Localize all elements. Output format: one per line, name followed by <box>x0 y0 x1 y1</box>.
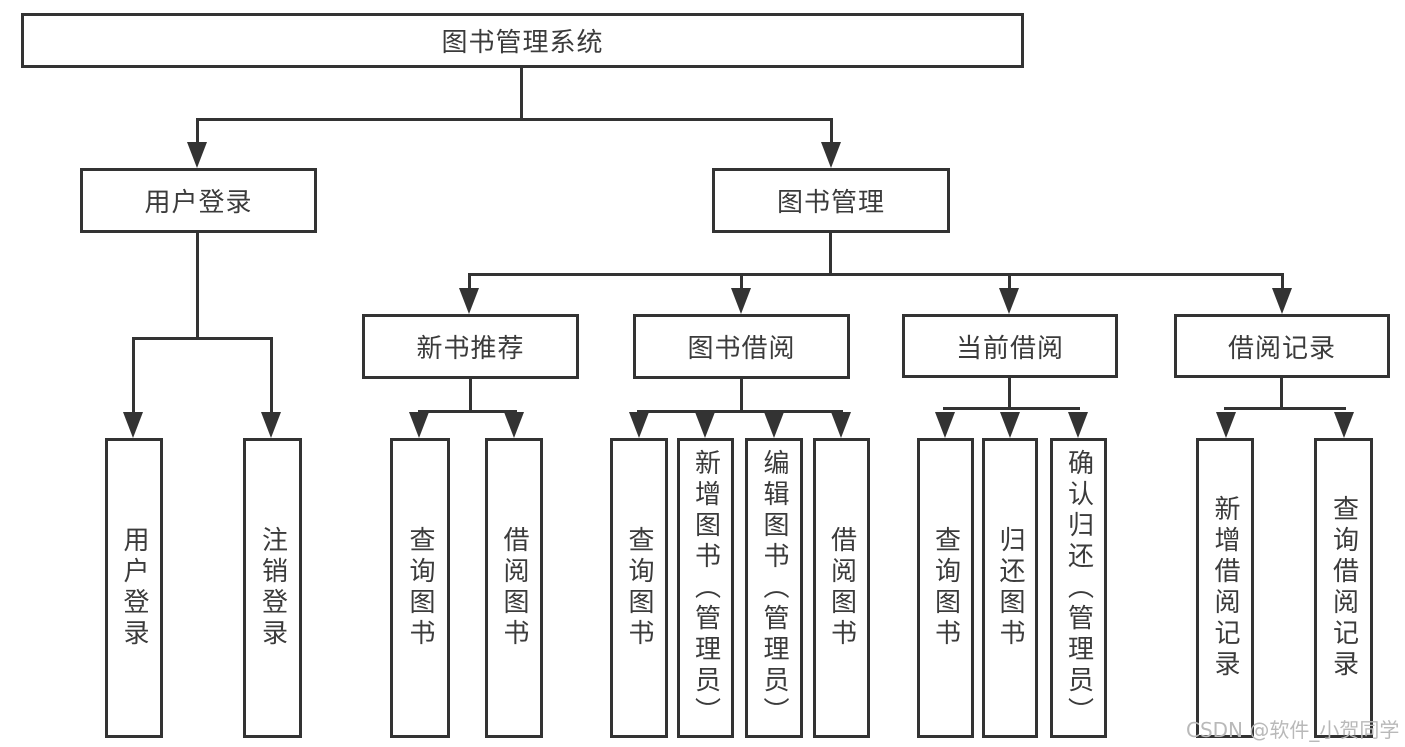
connector-new-book-hline <box>418 410 517 413</box>
arrow-to-book-management-icon <box>821 142 841 168</box>
arrow-to-borrowing-records-icon <box>1272 288 1292 314</box>
arrow-to-leaf-cb-query-icon <box>935 412 955 438</box>
connector-new-book-down <box>469 379 472 410</box>
node-current-borrowing: 当前借阅 <box>902 314 1118 378</box>
leaf-cb-query-books: 查询图书 <box>917 438 974 738</box>
arrow-to-leaf-bb-borrow-icon <box>831 412 851 438</box>
arrow-to-current-borrowing-icon <box>999 288 1019 314</box>
connector-level1-hline <box>196 118 833 121</box>
leaf-bb-borrow-books: 借阅图书 <box>813 438 870 738</box>
node-book-management: 图书管理 <box>712 168 950 233</box>
leaf-bb-query-books: 查询图书 <box>610 438 668 738</box>
connector-current-borrowing-hline <box>943 407 1080 410</box>
arrow-to-leaf-nb-query-icon <box>409 412 429 438</box>
connector-current-borrowing-down <box>1008 378 1011 407</box>
leaf-br-add-record: 新增借阅记录 <box>1196 438 1254 738</box>
arrow-to-leaf-logout-icon <box>261 412 281 438</box>
connector-user-login-hline <box>132 337 273 340</box>
leaf-bb-edit-books: 编辑图书（管理员） <box>745 438 803 738</box>
connector-level2-hline <box>468 273 1284 276</box>
connector-borrowing-records-hline <box>1224 407 1346 410</box>
node-borrowing-records: 借阅记录 <box>1174 314 1390 378</box>
connector-leaf-logout-stem <box>270 337 273 414</box>
node-new-book-recommend: 新书推荐 <box>362 314 579 379</box>
leaf-logout: 注销登录 <box>243 438 302 738</box>
connector-borrowing-records-down <box>1280 378 1283 407</box>
leaf-cb-confirm-return: 确认归还（管理员） <box>1050 438 1107 738</box>
arrow-to-leaf-cb-return-icon <box>1000 412 1020 438</box>
arrow-to-leaf-bb-add-icon <box>695 412 715 438</box>
connector-leaf-user-login-stem <box>132 337 135 414</box>
arrow-to-leaf-br-add-icon <box>1216 412 1236 438</box>
csdn-watermark: CSDN @软件_小贺同学 <box>1186 718 1400 742</box>
arrow-to-book-borrowing-icon <box>731 288 751 314</box>
connector-new-book-stem <box>468 273 471 291</box>
connector-user-login-stem <box>196 118 199 146</box>
connector-book-management-stem <box>830 118 833 146</box>
leaf-cb-return-books: 归还图书 <box>982 438 1038 738</box>
connector-book-borrowing-down <box>740 379 743 410</box>
node-book-borrowing: 图书借阅 <box>633 314 850 379</box>
leaf-bb-add-books: 新增图书（管理员） <box>677 438 734 738</box>
connector-book-borrowing-hline <box>637 410 843 413</box>
arrow-to-user-login-icon <box>187 142 207 168</box>
leaf-nb-borrow-books: 借阅图书 <box>485 438 543 738</box>
arrow-to-new-book-recommend-icon <box>459 288 479 314</box>
arrow-to-leaf-nb-borrow-icon <box>504 412 524 438</box>
connector-book-borrowing-stem <box>740 273 743 291</box>
connector-book-management-down <box>829 233 832 273</box>
leaf-user-login: 用户登录 <box>105 438 163 738</box>
leaf-br-query-record: 查询借阅记录 <box>1314 438 1373 738</box>
connector-user-login-down <box>196 233 199 337</box>
connector-borrowing-records-stem <box>1281 273 1284 291</box>
connector-root-stem <box>520 68 523 118</box>
arrow-to-leaf-bb-edit-icon <box>764 412 784 438</box>
arrow-to-leaf-user-login-icon <box>123 412 143 438</box>
arrow-to-leaf-br-query-icon <box>1334 412 1354 438</box>
connector-current-borrowing-stem <box>1008 273 1011 291</box>
node-root: 图书管理系统 <box>21 13 1024 68</box>
leaf-nb-query-books: 查询图书 <box>390 438 450 738</box>
arrow-to-leaf-bb-query-icon <box>629 412 649 438</box>
node-user-login: 用户登录 <box>80 168 317 233</box>
arrow-to-leaf-cb-confirm-icon <box>1068 412 1088 438</box>
